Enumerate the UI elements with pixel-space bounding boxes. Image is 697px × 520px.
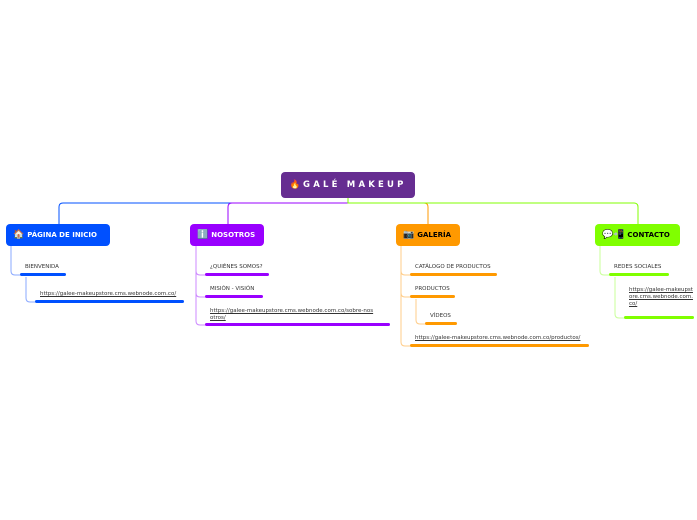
subtopic-bar: [205, 323, 390, 326]
subtopic-catalogo[interactable]: CATÁLOGO DE PRODUCTOS: [415, 264, 491, 270]
subtopic-bar: [425, 322, 457, 325]
subtopic-bienvenida[interactable]: BIENVENIDA: [25, 264, 59, 270]
subtopic-videos[interactable]: VÍDEOS: [430, 313, 451, 319]
camera-icon: 📷: [403, 230, 415, 240]
subtopic-quienes-somos[interactable]: ¿QUIÉNES SOMOS?: [210, 264, 263, 270]
topic-galeria[interactable]: 📷GALERÍA: [396, 224, 460, 246]
info-icon: ℹ️: [197, 230, 209, 240]
root-topic[interactable]: 🔥GALÉ MAKEUP: [281, 172, 415, 198]
fire-icon: 🔥: [289, 180, 301, 190]
link-contacto[interactable]: https://galee-makeupstore.cms.webnode.co…: [629, 287, 693, 307]
subtopic-redes-sociales[interactable]: REDES SOCIALES: [614, 264, 662, 270]
subtopic-bar: [624, 316, 694, 319]
chat-phone-icon: 💬📲: [602, 230, 625, 240]
subtopic-bar: [35, 300, 184, 303]
subtopic-bar: [410, 295, 455, 298]
connector-nosotros: [227, 198, 349, 224]
link-nosotros[interactable]: https://galee-makeupstore.cms.webnode.co…: [210, 308, 374, 321]
connector-contacto: [347, 198, 639, 224]
subtopic-bar: [205, 273, 269, 276]
link-productos[interactable]: https://galee-makeupstore.cms.webnode.co…: [415, 335, 581, 341]
link-inicio[interactable]: https://galee-makeupstore.cms.webnode.co…: [40, 291, 177, 297]
topic-pagina-de-inicio[interactable]: 🏠PÁGINA DE INICIO: [6, 224, 110, 246]
subtopic-bar: [609, 273, 669, 276]
subtopic-productos[interactable]: PRODUCTOS: [415, 286, 450, 292]
connector-galeria: [347, 198, 429, 224]
connector-inicio: [58, 198, 349, 224]
subtopic-bar: [205, 295, 263, 298]
subtopic-bar: [20, 273, 66, 276]
house-icon: 🏠: [13, 230, 25, 240]
topic-nosotros[interactable]: ℹ️NOSOTROS: [190, 224, 264, 246]
topic-contacto[interactable]: 💬📲CONTACTO: [595, 224, 680, 246]
subtopic-bar: [410, 344, 589, 347]
subtopic-bar: [410, 273, 497, 276]
subtopic-mision-vision[interactable]: MISIÓN - VISIÓN: [210, 286, 255, 292]
